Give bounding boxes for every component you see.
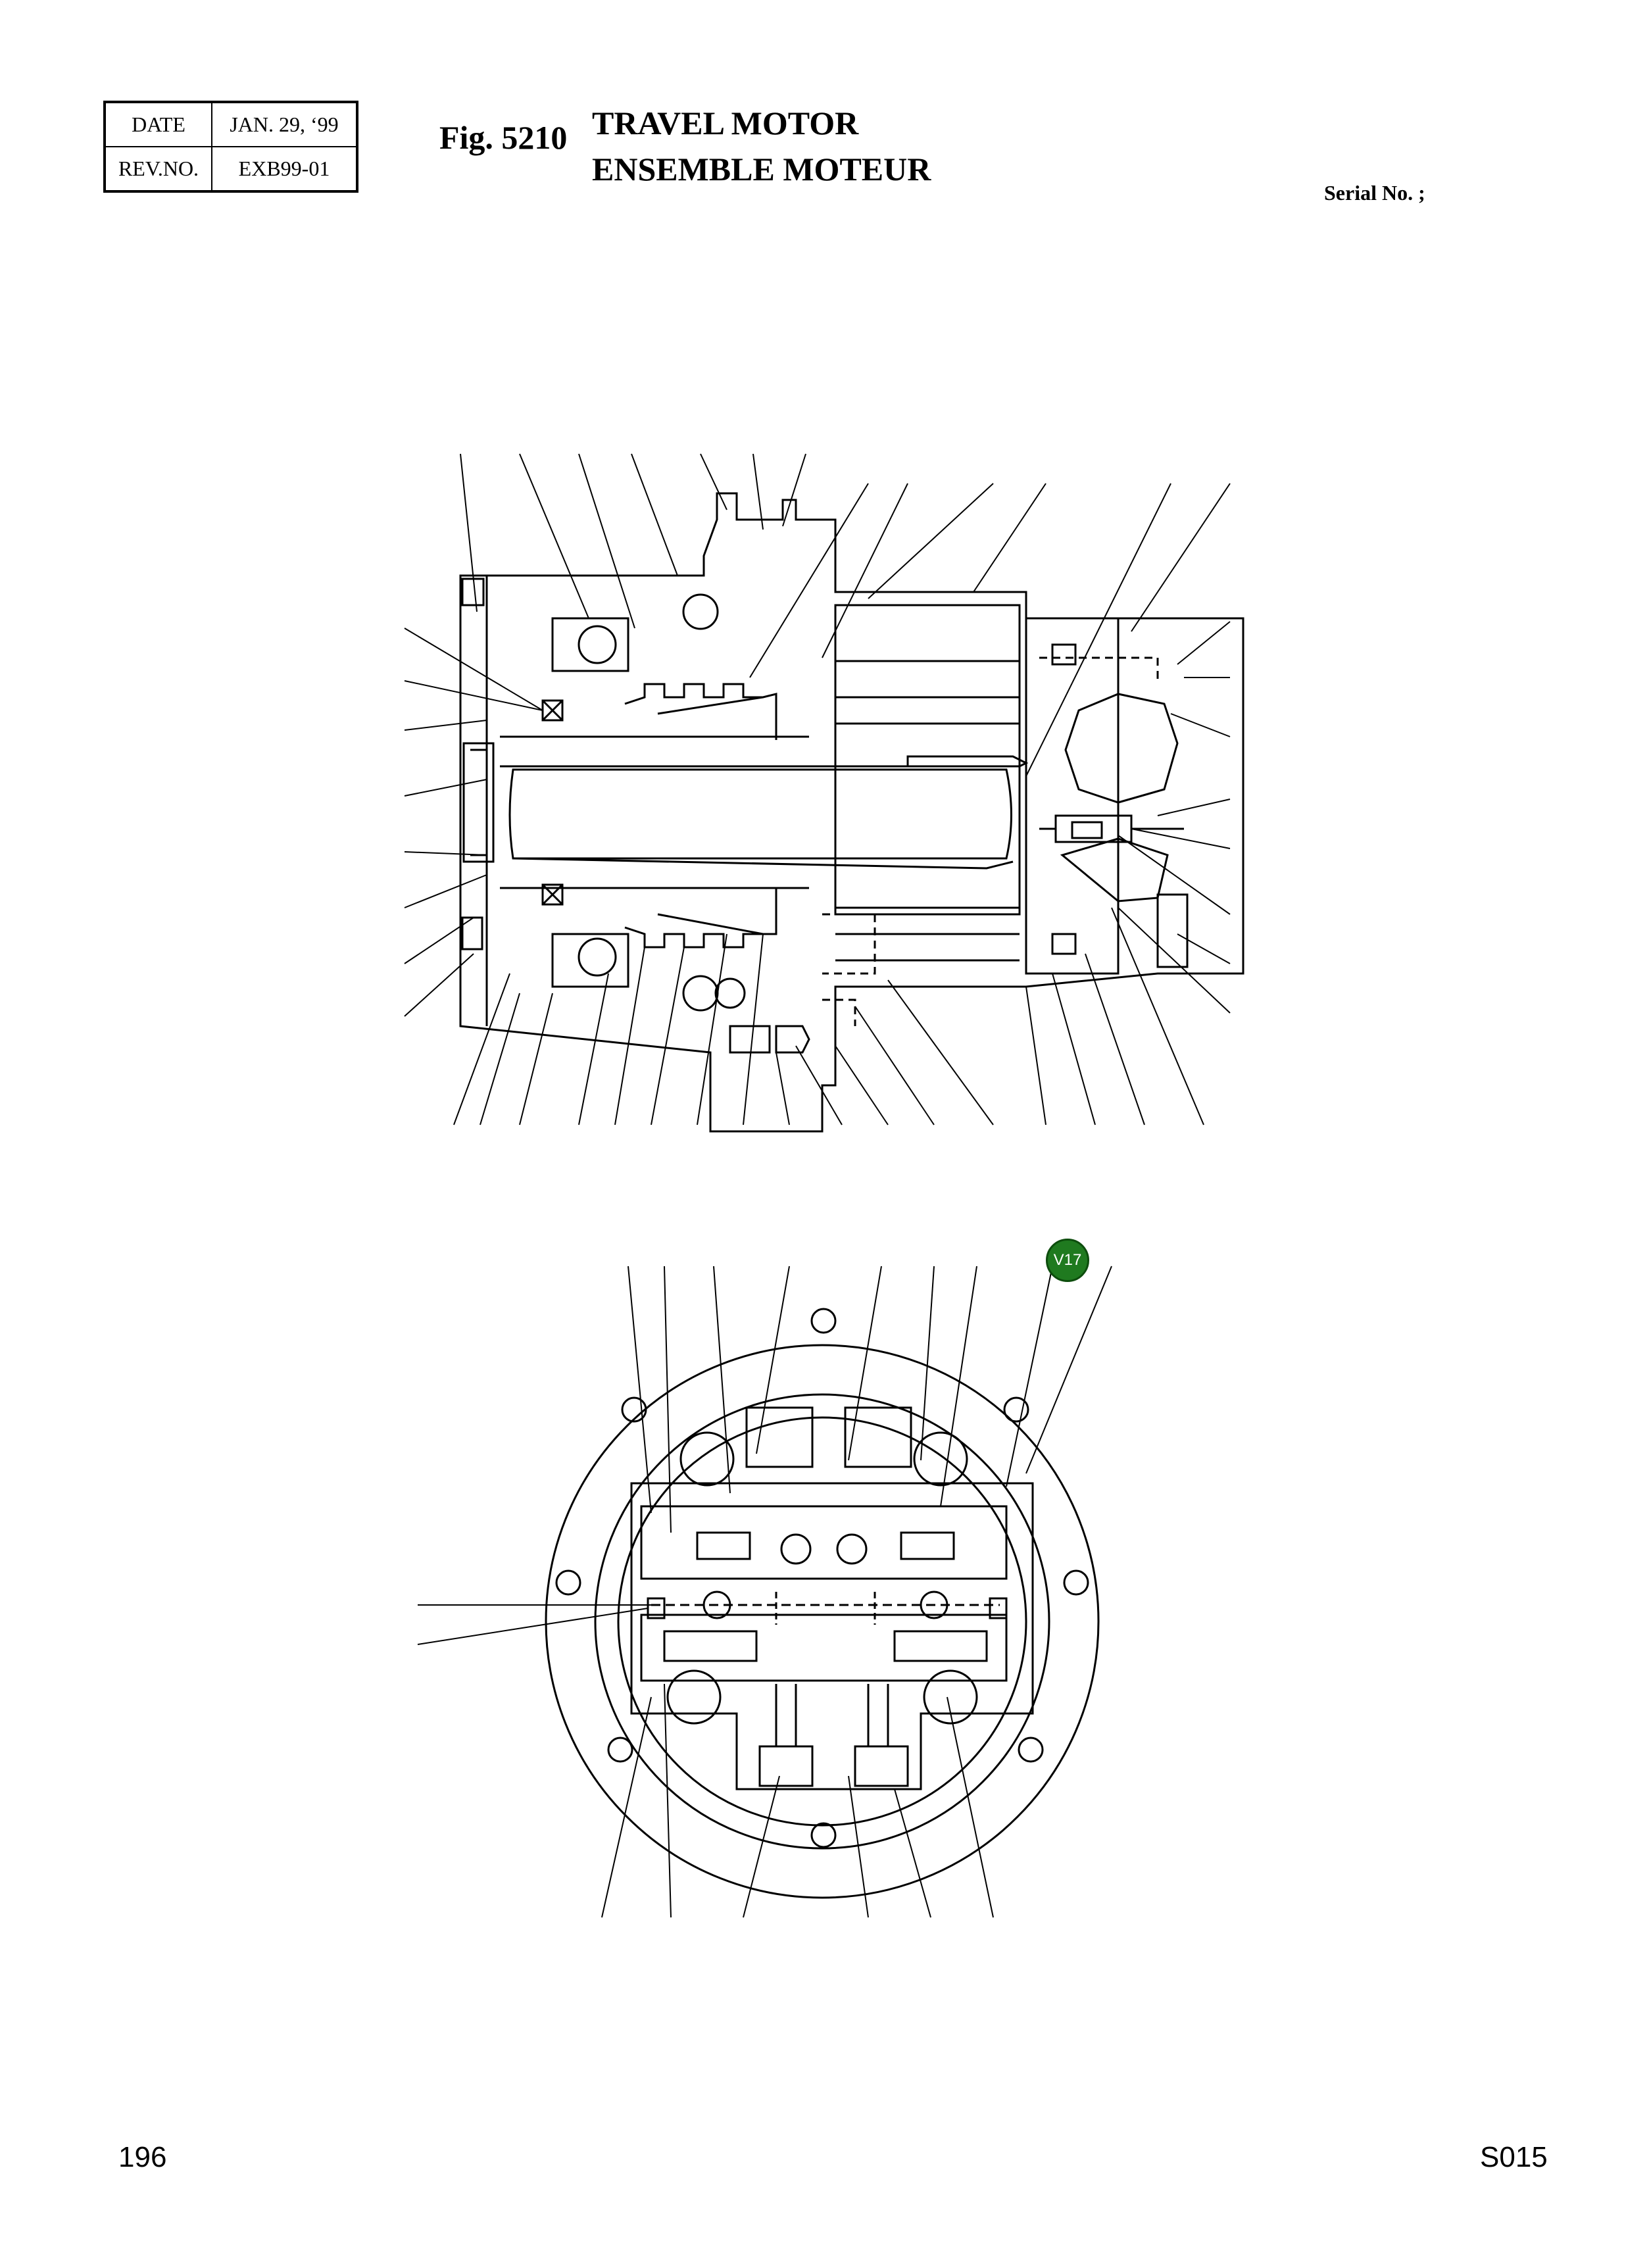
section-leader-lines (404, 453, 1231, 1125)
end-view-leader-lines (417, 1266, 1112, 1918)
page-code: S015 (1480, 2141, 1548, 2173)
revision-table: DATE JAN. 29, ‘99 REV.NO. EXB99-01 (103, 101, 358, 193)
figure-number: Fig. 5210 (439, 119, 568, 156)
rev-value: EXB99-01 (211, 146, 358, 192)
date-value: JAN. 29, ‘99 (211, 101, 358, 147)
hotspot-v17-button[interactable]: V17 (1046, 1239, 1089, 1282)
figure-title: TRAVEL MOTOR ENSEMBLE MOTEUR (592, 100, 931, 192)
title-french: ENSEMBLE MOTEUR (592, 151, 931, 187)
travel-motor-section-drawing-icon (459, 492, 1244, 1133)
travel-motor-end-view-drawing-icon (545, 1308, 1100, 1899)
title-english: TRAVEL MOTOR (592, 105, 859, 141)
rev-label: REV.NO. (104, 146, 212, 192)
serial-number-label: Serial No. ; (1324, 181, 1425, 205)
page-number: 196 (118, 2141, 167, 2173)
date-label: DATE (104, 101, 212, 147)
